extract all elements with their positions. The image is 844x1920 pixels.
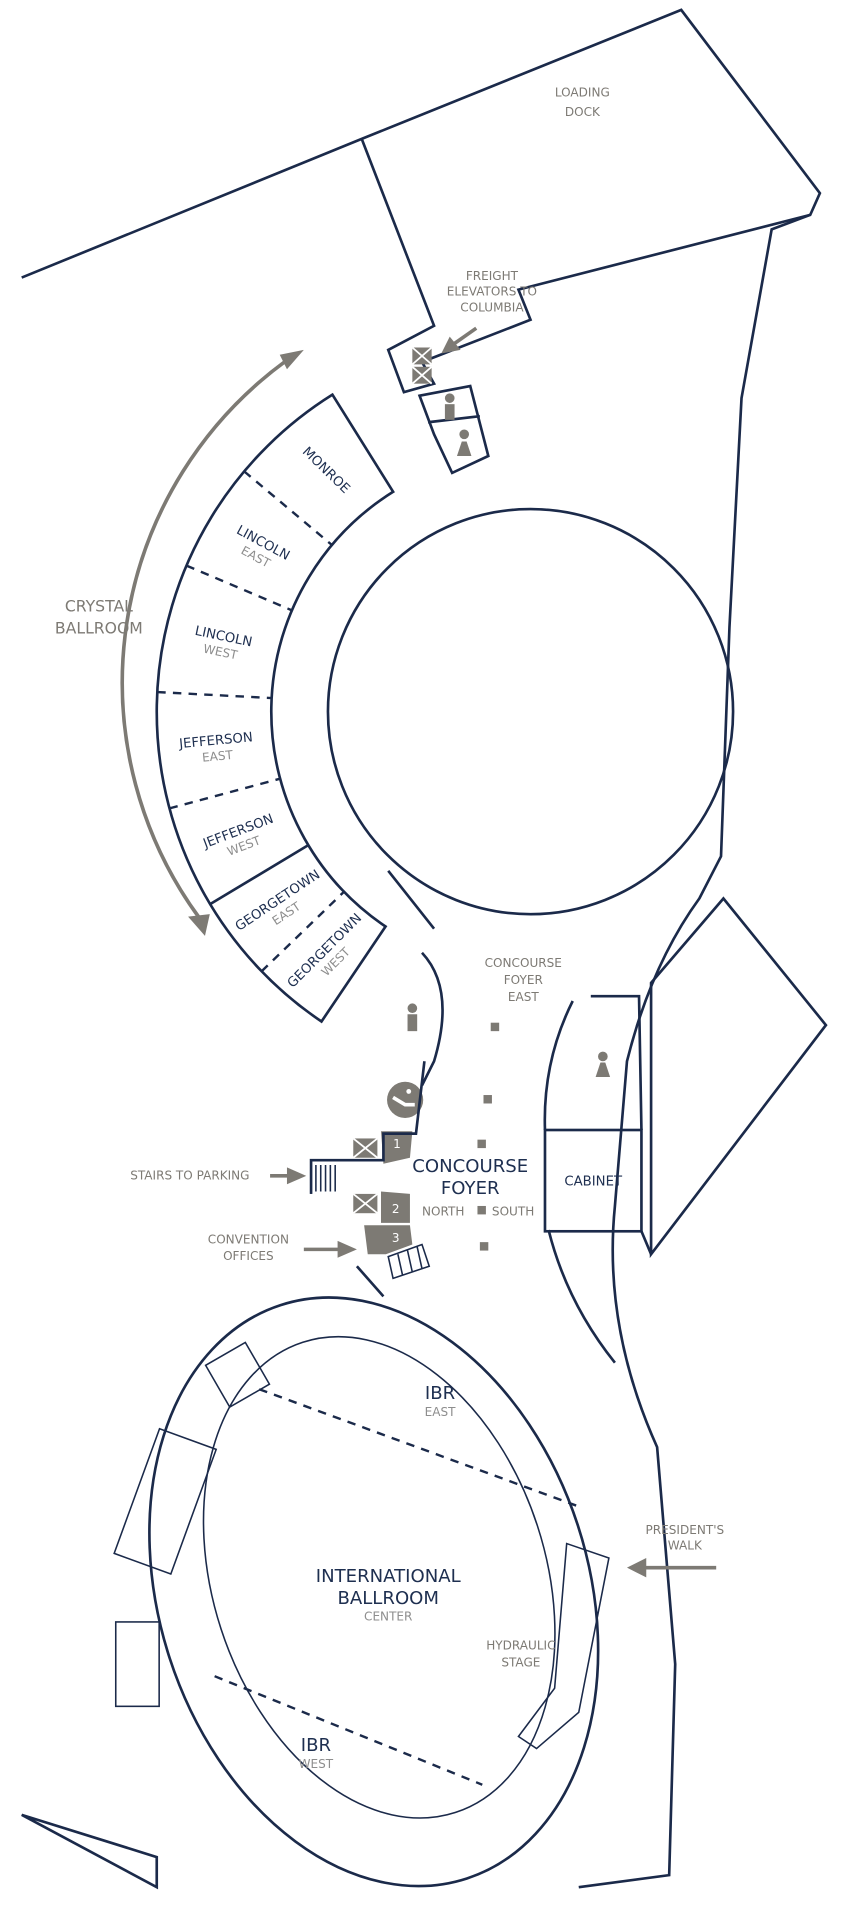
international-ballroom (148, 1296, 600, 1888)
room-label: JEFFERSONWEST (200, 812, 281, 866)
room-divider (169, 777, 281, 810)
room-divider (157, 690, 272, 700)
room-label: LINCOLNWEST (190, 624, 253, 665)
elevator-bank: 1 2 3 (352, 1131, 413, 1255)
room-label: LINCOLNEAST (227, 523, 292, 577)
side-stair-blocks (113, 1341, 271, 1708)
cabinet-label: CABINET (564, 1174, 623, 1189)
stairs-to-parking-icon (310, 1159, 353, 1194)
east-wing-outline (649, 896, 828, 1259)
arrow-head-bottom (188, 914, 210, 936)
freight-arrow (441, 326, 478, 354)
crystal-ballroom-arrow (120, 360, 286, 921)
crystal-ballroom-outer-wall (155, 392, 395, 1024)
room-label: GEORGETOWNWEST (285, 911, 376, 1002)
convention-offices-arrow (303, 1240, 357, 1258)
room-divider (260, 890, 345, 973)
room-divider (209, 843, 309, 906)
info-escalator-icon (387, 1081, 424, 1118)
room-label: MONROE (299, 445, 352, 497)
north-label: NORTH (422, 1205, 464, 1219)
restroom-men-icon (444, 393, 455, 420)
freight-elevator-icons (411, 346, 433, 385)
svg-text:2: 2 (392, 1202, 400, 1216)
corridor-wall (387, 869, 444, 1086)
restroom-women-icon (456, 429, 472, 457)
building-outline (21, 8, 822, 1890)
loading-dock (360, 138, 811, 394)
cabinet-wing (590, 994, 653, 1255)
hydraulic-stage (517, 1542, 610, 1750)
columns (477, 1022, 500, 1251)
central-court (326, 507, 735, 916)
room-label: JEFFERSONEAST (178, 730, 255, 767)
presidents-walk-arrow (626, 1558, 717, 1578)
room-label: GEORGETOWNEAST (233, 867, 331, 946)
partition-east (258, 1388, 582, 1509)
stairs-to-parking-label: STAIRS TO PARKING (130, 1168, 249, 1182)
stairs-to-parking-arrow (270, 1167, 307, 1185)
room-divider (185, 564, 293, 612)
stairs-icon (387, 1243, 431, 1280)
svg-text:3: 3 (392, 1231, 400, 1245)
concourse-wall (309, 1000, 616, 1364)
south-label: SOUTH (492, 1205, 534, 1219)
cabinet-room (543, 1128, 643, 1233)
restroom-men-icon (407, 1003, 418, 1032)
partition-west (214, 1675, 483, 1786)
room-divider (243, 470, 333, 546)
arrow-head-top (279, 349, 304, 370)
restroom-women-icon (595, 1051, 611, 1077)
svg-text:1: 1 (393, 1137, 401, 1151)
